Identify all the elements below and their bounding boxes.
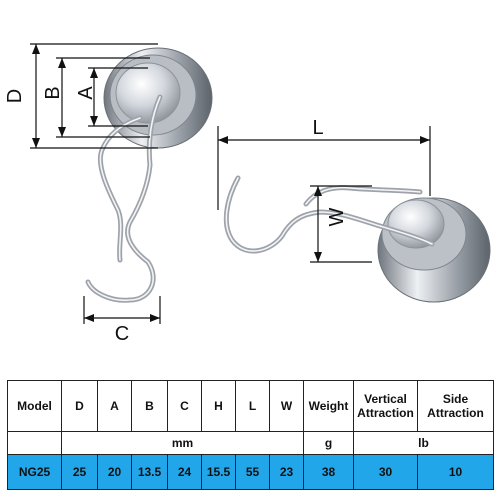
magnet-cap [115,62,181,124]
header-row: Model D A B C H L W Weight Vertical Attr… [7,380,494,432]
right-arrowheads [218,136,430,262]
header-model: Model [7,380,62,432]
unit-row: mm g lb [7,431,494,455]
label-B: B [42,86,64,99]
data-row: NG25 25 20 13.5 24 15.5 55 23 38 30 10 [7,454,494,490]
cell-d: 25 [61,454,98,490]
cell-l: 55 [235,454,270,490]
header-c: C [167,380,202,432]
left-dimensions [30,43,161,324]
cell-vertical: 30 [353,454,418,490]
header-w: W [269,380,304,432]
cell-w: 23 [269,454,304,490]
hook-wire-highlight [87,96,161,302]
header-h: H [201,380,236,432]
cell-weight: 38 [303,454,354,490]
hook-wire [85,94,163,303]
header-weight: Weight [303,380,354,432]
header-b: B [131,380,168,432]
unit-lb: lb [353,431,494,455]
header-l: L [235,380,270,432]
cell-model: NG25 [7,454,62,490]
cell-side: 10 [417,454,494,490]
magnetic-hook-diagram: D B A C L W [4,43,491,345]
cell-a: 20 [97,454,132,490]
vertical-hook [85,47,213,303]
magnet-cap-right [387,199,445,249]
header-d: D [61,380,98,432]
label-C: C [115,323,129,345]
unit-blank [7,431,62,455]
label-D: D [4,89,26,103]
spec-table: Model D A B C H L W Weight Vertical Attr… [7,380,494,490]
header-a: A [97,380,132,432]
cell-b: 13.5 [131,454,168,490]
label-W: W [326,207,348,226]
cell-h: 15.5 [201,454,236,490]
unit-g: g [303,431,354,455]
unit-mm: mm [61,431,304,455]
side-hook [223,175,491,303]
header-vertical-attraction: Vertical Attraction [353,380,418,432]
label-L: L [312,117,323,139]
label-A: A [75,86,97,100]
cell-c: 24 [167,454,202,490]
header-side-attraction: Side Attraction [417,380,494,432]
left-arrowheads [32,44,160,322]
